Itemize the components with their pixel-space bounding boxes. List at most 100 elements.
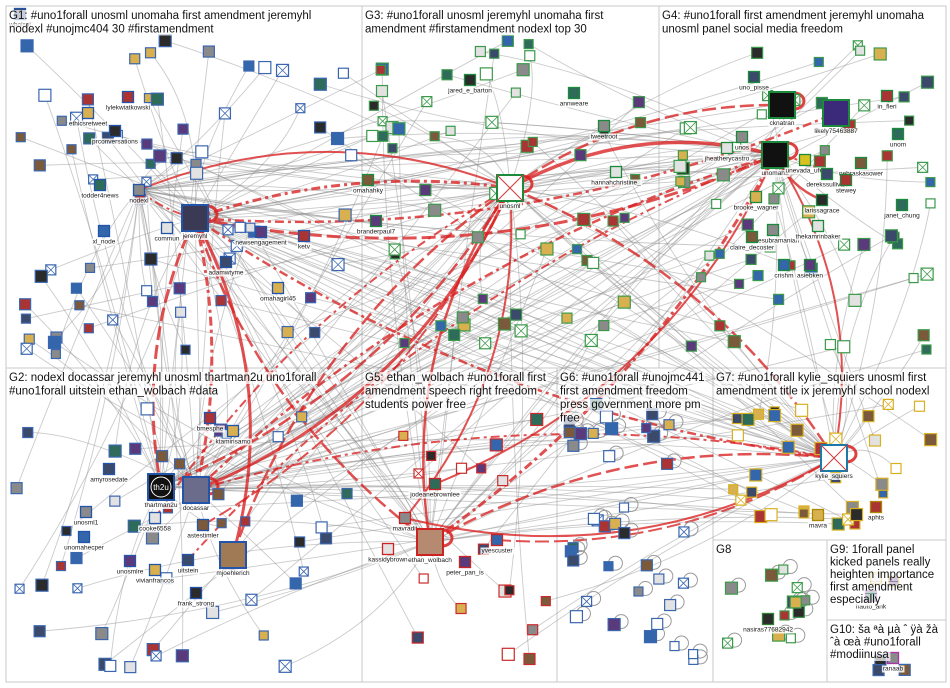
avatar-node[interactable] xyxy=(516,230,525,239)
avatar-node[interactable] xyxy=(36,579,48,591)
avatar-node[interactable] xyxy=(735,279,744,288)
avatar-node[interactable] xyxy=(678,151,687,160)
avatar-node[interactable] xyxy=(891,463,901,473)
avatar-node[interactable] xyxy=(575,150,586,161)
node-uitstein[interactable]: uitstein xyxy=(177,555,200,575)
avatar-node[interactable] xyxy=(723,638,733,648)
avatar-node[interactable] xyxy=(427,451,436,460)
avatar-node[interactable] xyxy=(633,97,644,108)
avatar-node[interactable] xyxy=(715,249,724,258)
avatar-node[interactable] xyxy=(176,307,186,317)
avatar-node[interactable] xyxy=(922,76,934,88)
avatar-node[interactable] xyxy=(57,116,66,125)
node-cknatran[interactable]: cknatran xyxy=(769,92,796,127)
avatar-node[interactable] xyxy=(728,336,740,348)
avatar-node[interactable] xyxy=(430,132,439,141)
avatar-node[interactable] xyxy=(148,296,158,306)
avatar-node[interactable] xyxy=(49,336,61,348)
avatar-node[interactable] xyxy=(442,70,452,80)
avatar-node[interactable] xyxy=(796,404,808,416)
avatar-node[interactable] xyxy=(684,122,696,134)
avatar-node[interactable] xyxy=(130,54,140,64)
avatar-node[interactable] xyxy=(24,334,34,344)
avatar-node[interactable] xyxy=(885,230,897,242)
avatar-node[interactable] xyxy=(765,509,777,521)
avatar-node[interactable] xyxy=(573,245,582,254)
avatar-node[interactable] xyxy=(259,631,268,640)
avatar-node[interactable] xyxy=(528,625,538,635)
avatar-node[interactable] xyxy=(786,634,795,643)
avatar-node[interactable] xyxy=(235,222,245,232)
avatar-node[interactable] xyxy=(782,441,794,453)
avatar-node[interactable] xyxy=(297,412,307,422)
avatar-node[interactable] xyxy=(606,423,618,435)
avatar-node[interactable] xyxy=(84,324,93,333)
avatar-node[interactable] xyxy=(480,338,491,349)
avatar-node[interactable] xyxy=(34,160,45,171)
avatar-node[interactable] xyxy=(664,420,674,430)
avatar-node[interactable] xyxy=(346,150,357,161)
avatar-node[interactable] xyxy=(39,89,51,101)
avatar-node[interactable] xyxy=(742,413,754,425)
node-unosml1[interactable]: unosml1 xyxy=(73,507,100,527)
avatar-node[interactable] xyxy=(146,532,158,544)
avatar-node[interactable] xyxy=(259,62,271,74)
node-todder4news[interactable]: todder4news xyxy=(80,180,120,200)
avatar-node[interactable] xyxy=(316,522,327,533)
avatar-node[interactable] xyxy=(332,259,344,271)
avatar-node[interactable] xyxy=(715,321,725,331)
avatar-node[interactable] xyxy=(436,321,446,331)
avatar-node[interactable] xyxy=(774,294,784,304)
avatar-node[interactable] xyxy=(791,424,803,436)
avatar-node[interactable] xyxy=(505,586,514,595)
avatar-node[interactable] xyxy=(712,199,721,208)
avatar-node[interactable] xyxy=(141,403,153,415)
avatar-node[interactable] xyxy=(146,48,156,58)
avatar-node[interactable] xyxy=(16,133,25,142)
avatar-node[interactable] xyxy=(457,312,468,323)
avatar-node[interactable] xyxy=(414,469,423,478)
avatar-node[interactable] xyxy=(562,313,572,323)
avatar-node[interactable] xyxy=(399,431,408,440)
avatar-node[interactable] xyxy=(86,263,95,272)
avatar-node[interactable] xyxy=(679,527,689,537)
avatar-node[interactable] xyxy=(662,458,673,469)
avatar-node[interactable] xyxy=(792,583,802,593)
avatar-node[interactable] xyxy=(858,238,870,250)
avatar-node[interactable] xyxy=(376,65,385,74)
node-jeremyhl[interactable]: jeremyhl xyxy=(181,205,209,240)
avatar-node[interactable] xyxy=(618,296,630,308)
avatar-node[interactable] xyxy=(502,648,514,660)
avatar-node[interactable] xyxy=(310,328,320,338)
avatar-node[interactable] xyxy=(71,553,82,564)
avatar-node[interactable] xyxy=(588,257,599,268)
avatar-node[interactable] xyxy=(754,409,764,419)
avatar-node[interactable] xyxy=(486,116,498,128)
avatar-node[interactable] xyxy=(926,178,935,187)
avatar-node[interactable] xyxy=(773,183,784,194)
avatar-node[interactable] xyxy=(21,343,32,354)
avatar-node[interactable] xyxy=(801,596,810,605)
avatar-node[interactable] xyxy=(742,219,753,230)
avatar-node[interactable] xyxy=(600,411,612,423)
avatar-node[interactable] xyxy=(570,611,582,623)
avatar-node[interactable] xyxy=(296,104,305,113)
node-unom[interactable]: unom xyxy=(889,129,907,149)
avatar-node[interactable] xyxy=(367,130,378,141)
avatar-node[interactable] xyxy=(665,600,676,611)
avatar-node[interactable] xyxy=(449,329,460,340)
avatar-node[interactable] xyxy=(641,560,652,571)
avatar-node[interactable] xyxy=(766,569,778,581)
avatar-node[interactable] xyxy=(790,597,801,608)
avatar-node[interactable] xyxy=(568,555,579,566)
avatar-node[interactable] xyxy=(178,124,188,134)
avatar-node[interactable] xyxy=(670,642,679,651)
avatar-node[interactable] xyxy=(635,118,645,128)
avatar-node[interactable] xyxy=(849,294,861,306)
avatar-node[interactable] xyxy=(75,301,84,310)
avatar-node[interactable] xyxy=(674,160,686,172)
avatar-node[interactable] xyxy=(420,185,431,196)
avatar-node[interactable] xyxy=(419,574,428,583)
avatar-node[interactable] xyxy=(377,86,388,97)
avatar-node[interactable] xyxy=(369,101,378,110)
